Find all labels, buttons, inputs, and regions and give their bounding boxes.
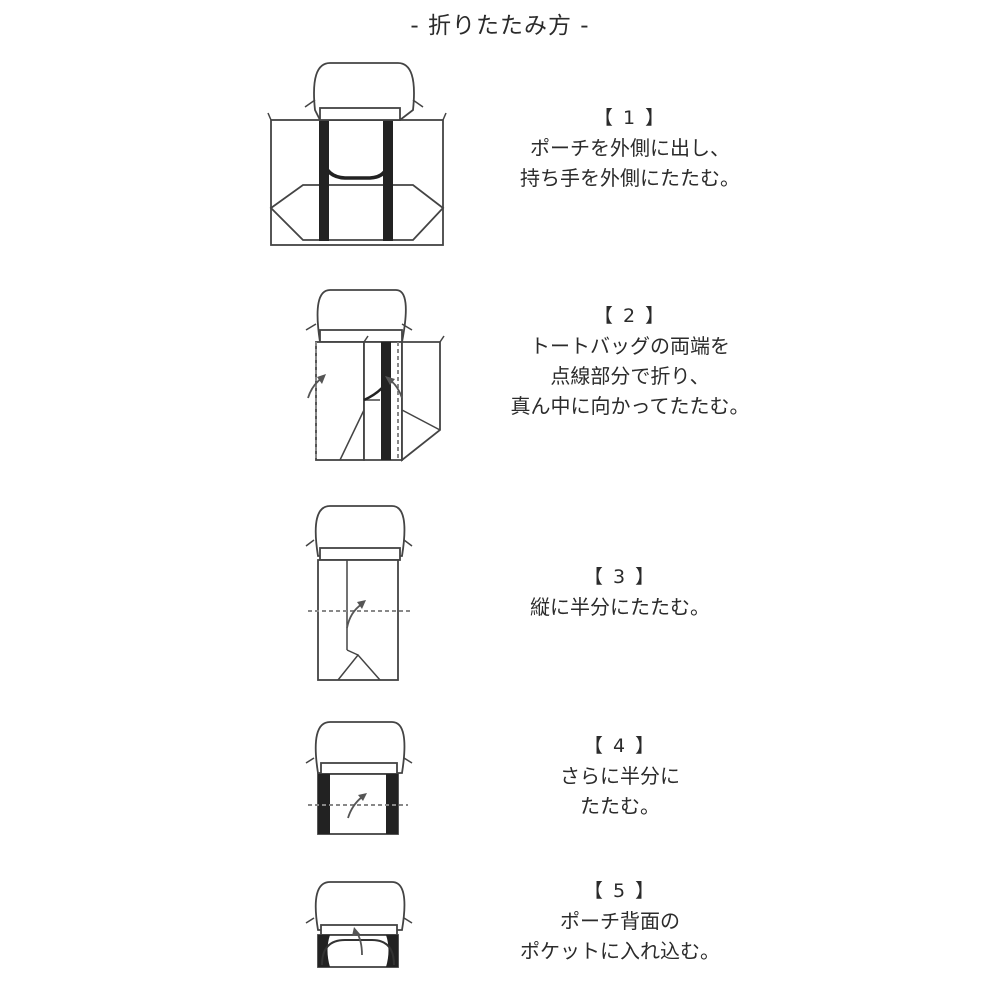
step-5-text: 【 5 】 ポーチ背面の ポケットに入れ込む。 [470,876,770,966]
step-number: 【 2 】 [593,305,667,327]
step-line: 縦に半分にたたむ。 [530,595,710,619]
step-2-text: 【 2 】 トートバッグの両端を 点線部分で折り、 真ん中に向かってたたむ。 [470,301,790,421]
step-line: ポケットに入れ込む。 [520,939,720,963]
step-line: 点線部分で折り、 [550,364,710,388]
step-line: ポーチ背面の [560,909,680,933]
step-number: 【 5 】 [583,880,657,902]
tote-bag-handles-out-icon [267,62,447,246]
tote-bag-fold-half-vertical-icon [305,505,413,681]
page-title: - 折りたたみ方 - [410,13,590,39]
tote-bag-fold-sides-icon [305,289,445,462]
step-4-text: 【 4 】 さらに半分に たたむ。 [470,731,770,821]
step-line: 真ん中に向かってたたむ。 [510,394,750,418]
step-line: さらに半分に [560,764,680,788]
tote-bag-fold-half-again-icon [305,721,413,835]
step-line: たたむ。 [580,794,660,818]
step-line: 持ち手を外側にたたむ。 [520,166,740,190]
step-1-text: 【 1 】 ポーチを外側に出し、 持ち手を外側にたたむ。 [480,103,780,193]
step-line: ポーチを外側に出し、 [530,136,730,160]
step-line: トートバッグの両端を [530,334,730,358]
step-number: 【 3 】 [583,566,657,588]
step-3-text: 【 3 】 縦に半分にたたむ。 [470,562,770,622]
tote-bag-insert-pocket-icon [305,881,413,968]
step-number: 【 1 】 [593,107,667,129]
step-number: 【 4 】 [583,735,657,757]
